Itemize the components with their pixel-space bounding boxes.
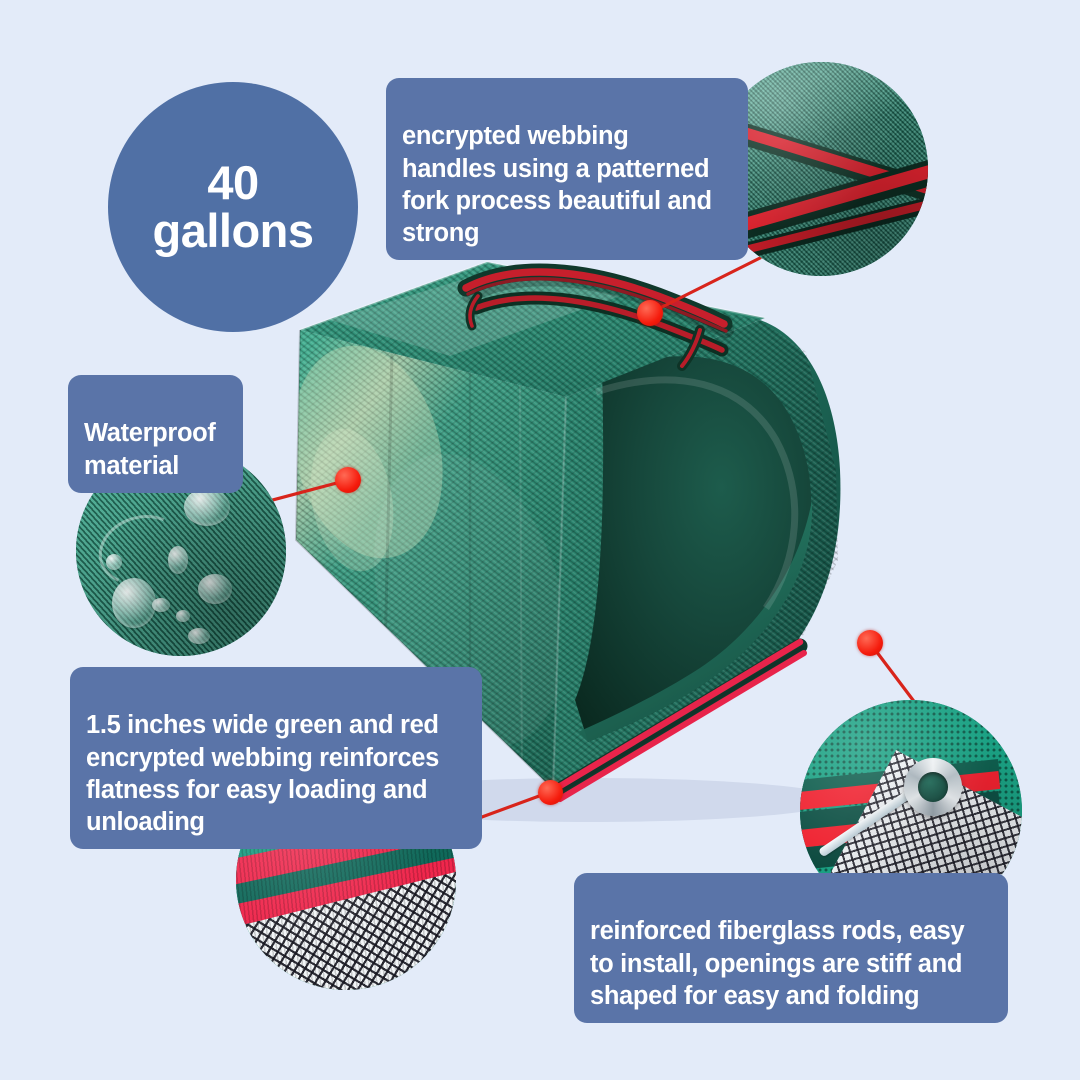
marker-handle [637, 300, 663, 326]
callout-webbing-handles-text: encrypted webbing handles using a patter… [402, 122, 712, 247]
marker-corner [857, 630, 883, 656]
capacity-badge-text: 40 gallons [152, 156, 314, 257]
callout-webbing-width-text: 1.5 inches wide green and red encrypted … [86, 711, 439, 836]
callout-fiberglass-rods: reinforced fiberglass rods, easy to inst… [574, 873, 1008, 1023]
inset-handle-closeup [714, 62, 928, 276]
marker-bottom [538, 780, 563, 805]
callout-waterproof-text: Waterproof material [84, 419, 216, 480]
callout-waterproof: Waterproof material [68, 375, 243, 493]
callout-fiberglass-rods-text: reinforced fiberglass rods, easy to inst… [590, 917, 965, 1010]
marker-fabric [335, 467, 361, 493]
callout-webbing-handles: encrypted webbing handles using a patter… [386, 78, 748, 261]
capacity-badge: 40 gallons [108, 82, 358, 332]
callout-webbing-width: 1.5 inches wide green and red encrypted … [70, 667, 482, 850]
